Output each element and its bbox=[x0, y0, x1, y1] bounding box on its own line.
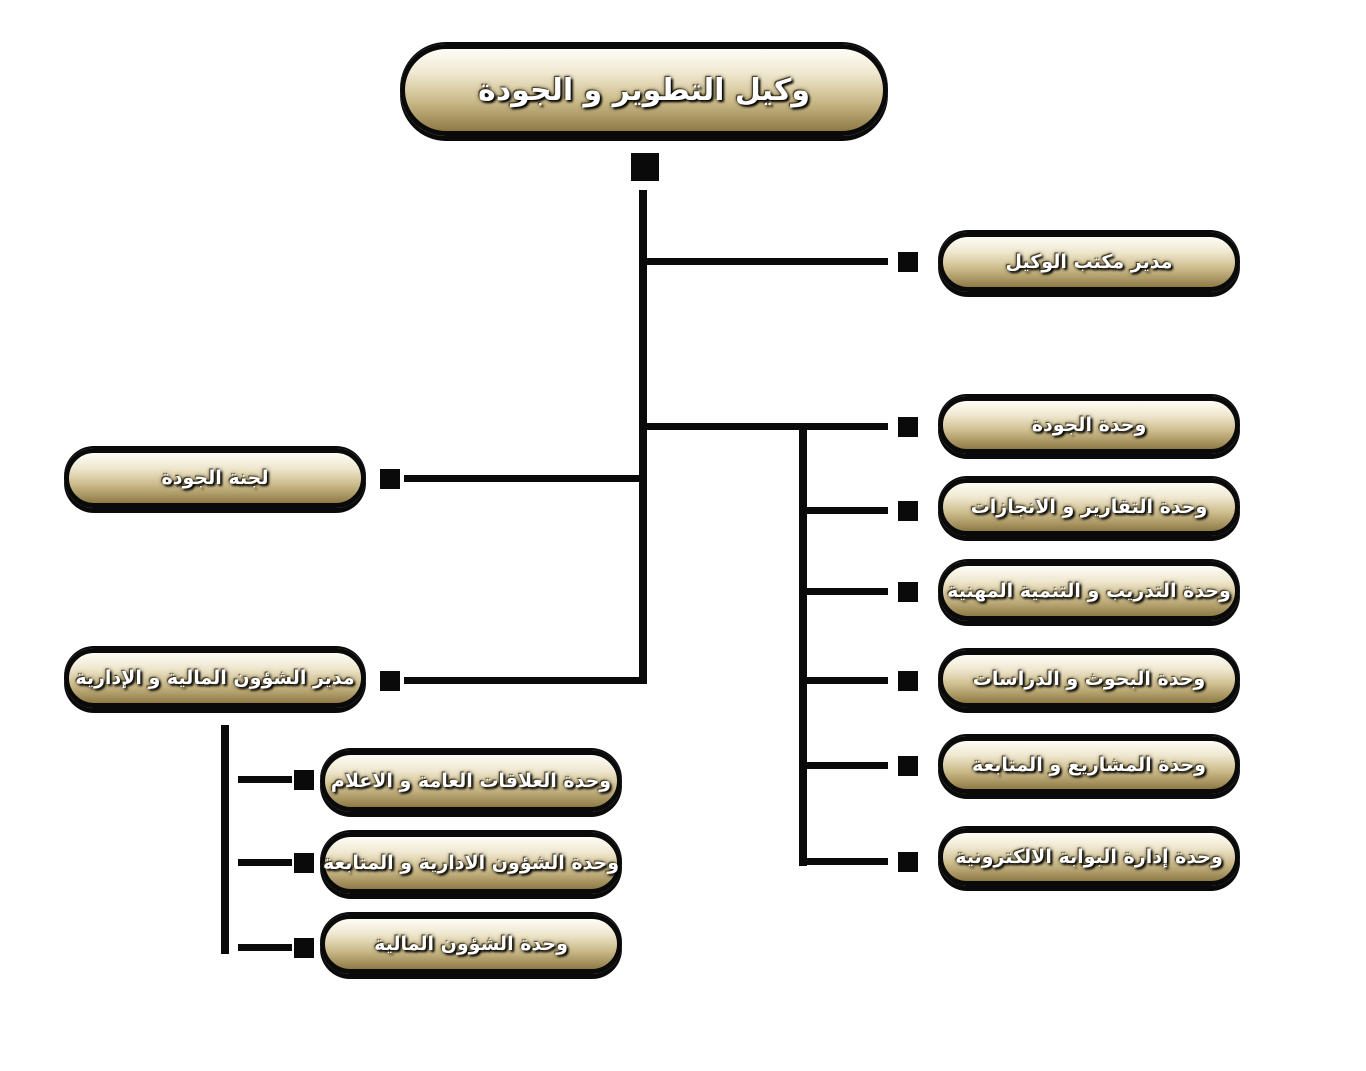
node-training-unit: وحدة التدريب و التنمية المهنية bbox=[938, 561, 1240, 621]
node-label: وحدة التقارير و الانجازات bbox=[970, 496, 1208, 518]
connector-square bbox=[380, 671, 400, 691]
node-label: وحدة الجودة bbox=[1031, 414, 1147, 436]
node-pr-unit: وحدة العلاقات العامة و الاعلام bbox=[320, 750, 622, 812]
node-finance-unit: وحدة الشؤون المالية bbox=[320, 914, 622, 974]
node-quality-unit: وحدة الجودة bbox=[938, 396, 1240, 454]
connector-square bbox=[898, 582, 918, 602]
connector-square bbox=[380, 469, 400, 489]
trunk-line bbox=[639, 190, 647, 684]
unit-line bbox=[803, 507, 888, 514]
node-label: وحدة التدريب و التنمية المهنية bbox=[947, 580, 1231, 602]
node-label: وحدة المشاريع و المتابعة bbox=[972, 754, 1206, 776]
node-admin-affairs-unit: وحدة الشؤون الادارية و المتابعة bbox=[320, 832, 622, 894]
finance-bus-line bbox=[221, 725, 229, 954]
branch-committee-line bbox=[404, 475, 647, 482]
branch-office-line bbox=[643, 258, 888, 265]
node-reports-unit: وحدة التقارير و الانجازات bbox=[938, 478, 1240, 536]
node-label: وحدة الشؤون المالية bbox=[374, 933, 568, 955]
connector-square bbox=[294, 938, 314, 958]
sub-line bbox=[238, 776, 292, 783]
unit-line bbox=[803, 858, 888, 865]
branch-finance-line bbox=[404, 677, 647, 684]
node-finance-admin-manager: مدير الشؤون المالية و الإدارية bbox=[64, 648, 366, 708]
connector-square bbox=[294, 853, 314, 873]
branch-units-line bbox=[643, 423, 888, 430]
unit-line bbox=[803, 762, 888, 769]
node-office-manager: مدير مكتب الوكيل bbox=[938, 232, 1240, 292]
unit-line bbox=[803, 588, 888, 595]
node-label: وحدة إدارة البوابة الالكترونية bbox=[955, 846, 1223, 868]
node-label: لجنة الجودة bbox=[161, 467, 269, 489]
node-research-unit: وحدة البحوث و الدراسات bbox=[938, 650, 1240, 708]
node-label: وحدة البحوث و الدراسات bbox=[972, 668, 1206, 690]
node-portal-unit: وحدة إدارة البوابة الالكترونية bbox=[938, 828, 1240, 886]
connector-square bbox=[898, 852, 918, 872]
sub-line bbox=[238, 859, 292, 866]
node-top-label: وكيل التطوير و الجودة bbox=[478, 72, 810, 108]
units-bus-line bbox=[799, 426, 807, 866]
connector-square bbox=[898, 501, 918, 521]
node-quality-committee: لجنة الجودة bbox=[64, 448, 366, 508]
node-label: وحدة الشؤون الادارية و المتابعة bbox=[322, 852, 620, 874]
node-label: مدير الشؤون المالية و الإدارية bbox=[75, 667, 355, 689]
node-label: وحدة العلاقات العامة و الاعلام bbox=[330, 770, 612, 792]
connector-square bbox=[898, 417, 918, 437]
connector-square bbox=[898, 756, 918, 776]
node-projects-unit: وحدة المشاريع و المتابعة bbox=[938, 736, 1240, 794]
connector-square bbox=[898, 671, 918, 691]
connector-square bbox=[294, 770, 314, 790]
connector-square bbox=[898, 252, 918, 272]
unit-line bbox=[803, 677, 888, 684]
node-label: مدير مكتب الوكيل bbox=[1005, 251, 1173, 273]
connector-square bbox=[631, 153, 659, 181]
node-top: وكيل التطوير و الجودة bbox=[400, 44, 888, 136]
sub-line bbox=[238, 944, 292, 951]
